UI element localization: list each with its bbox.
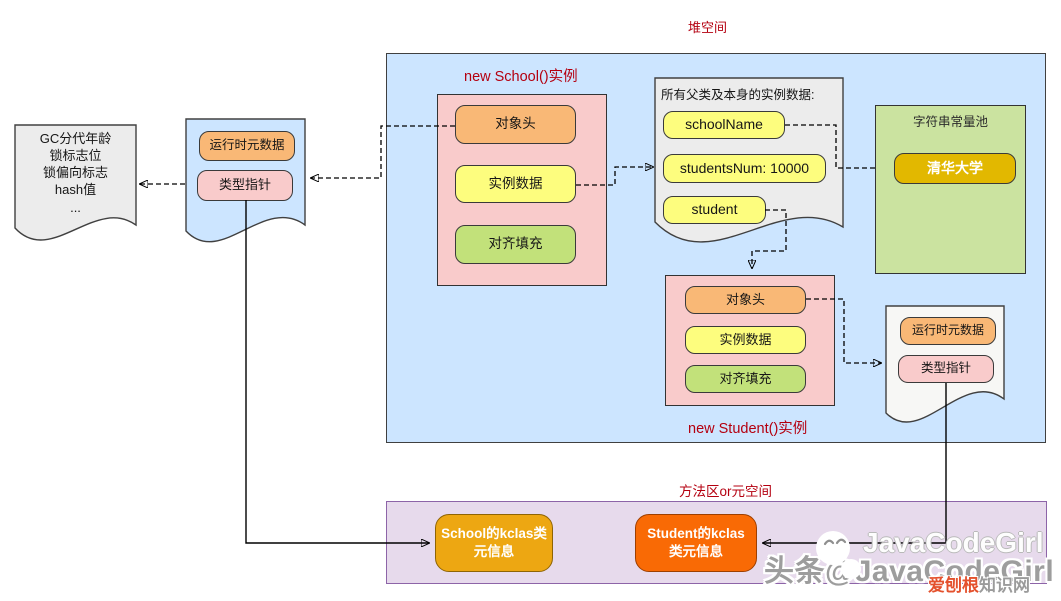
student-type-pointer: 类型指针	[898, 355, 994, 383]
watermark-site-text: 爱刨根知识网	[928, 571, 1030, 596]
student-instance-label: new Student()实例	[688, 421, 808, 437]
school-instance-data: 实例数据	[455, 165, 576, 203]
markword-line: hash值	[54, 182, 97, 198]
watermark-main-text: 头条@JavaCodeGirl	[764, 555, 1055, 588]
school-kclass-box: School的kclas类 元信息	[435, 514, 553, 572]
student-kclass-line2: 类元信息	[669, 544, 723, 559]
markword-document-shape	[14, 124, 137, 241]
school-object-header: 对象头	[455, 105, 576, 144]
markword-line: ...	[70, 199, 81, 215]
student-kclass-line1: Student的kclas	[647, 525, 745, 541]
field-schoolname: schoolName	[663, 111, 785, 139]
string-constant-pool-box	[875, 105, 1026, 274]
field-studentsnum: studentsNum: 10000	[663, 154, 826, 183]
school-padding: 对齐填充	[455, 225, 576, 264]
markword-detail-text: GC分代年龄 锁标志位 锁偏向标志 hash值 ...	[16, 130, 135, 216]
school-kclass-line2: 元信息	[473, 544, 515, 559]
school-type-pointer: 类型指针	[197, 170, 293, 201]
emoji-face-icon	[816, 531, 861, 579]
method-area-label: 方法区or元空间	[679, 484, 773, 499]
student-instance-data: 实例数据	[685, 326, 806, 354]
field-student: student	[663, 196, 766, 224]
heap-space-label: 堆空间	[688, 20, 728, 35]
instance-fields-title: 所有父类及本身的实例数据:	[661, 88, 815, 102]
school-runtime-metadata: 运行时元数据	[199, 131, 295, 161]
school-instance-label: new School()实例	[464, 69, 578, 85]
student-kclass-box: Student的kclas 类元信息	[635, 514, 757, 572]
student-padding: 对齐填充	[685, 365, 806, 393]
string-pool-title: 字符串常量池	[912, 115, 988, 129]
string-pool-value: 清华大学	[894, 153, 1016, 184]
school-kclass-line1: School的kclas类	[441, 525, 547, 541]
student-object-header: 对象头	[685, 286, 806, 314]
markword-line: 锁偏向标志	[42, 165, 108, 181]
watermark-site-red: 爱刨根	[928, 576, 979, 595]
watermark-site-gray: 知识网	[979, 576, 1030, 595]
markword-line: GC分代年龄	[39, 131, 112, 146]
markword-line: 锁标志位	[49, 148, 102, 164]
student-runtime-metadata: 运行时元数据	[900, 317, 996, 345]
